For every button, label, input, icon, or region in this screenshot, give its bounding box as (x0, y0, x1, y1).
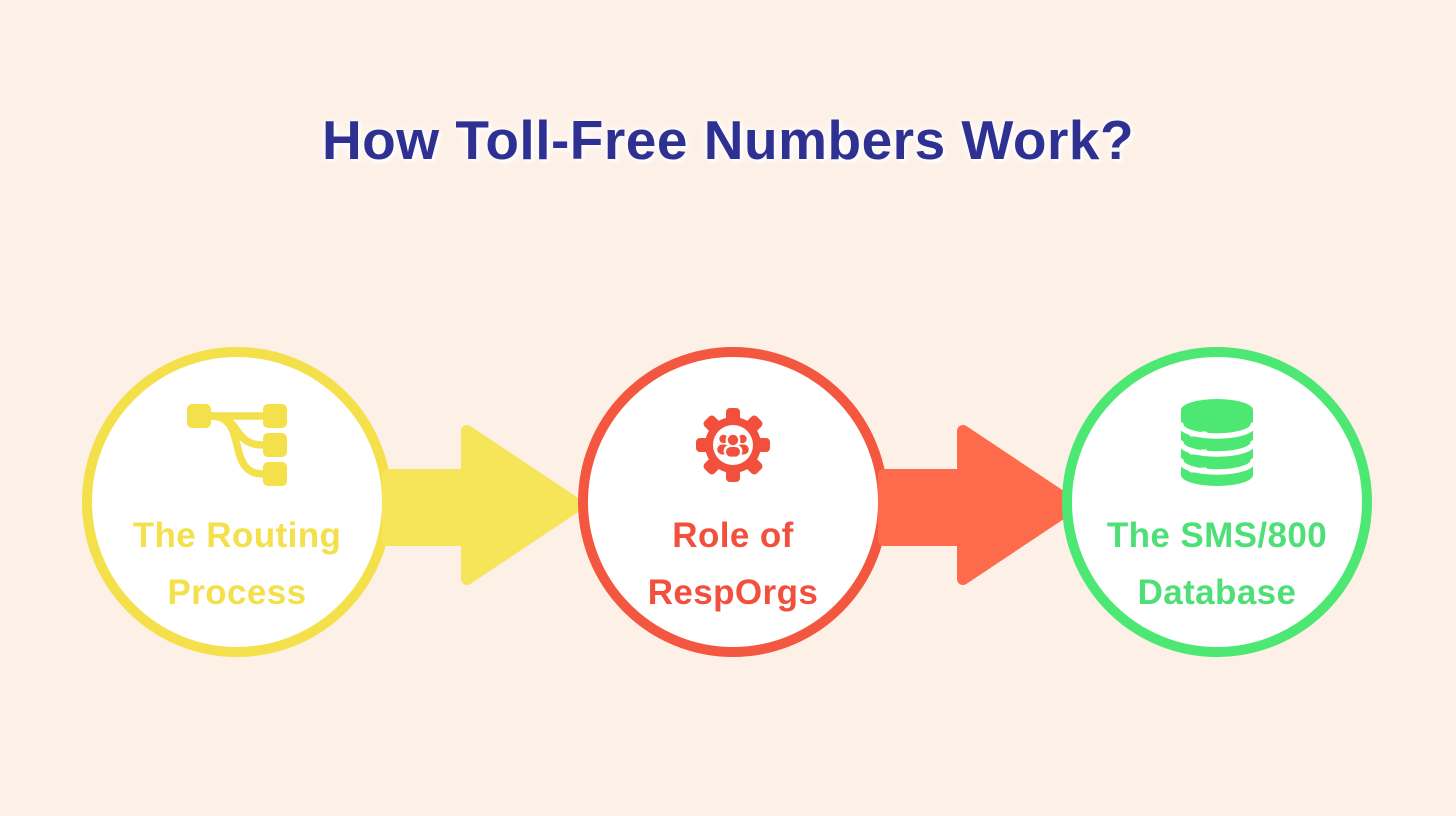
route-icon (187, 404, 287, 486)
step-label-line: Database (1137, 573, 1297, 612)
flow-arrow-right-icon (382, 393, 615, 617)
flow-arrow-right-icon (878, 393, 1111, 617)
step-label: The Routing Process (92, 507, 382, 621)
step-label: The SMS/800 Database (1072, 507, 1362, 621)
step-sms800-database: The SMS/800 Database (1062, 347, 1372, 657)
step-label-line: Process (167, 573, 307, 612)
step-label-line: The SMS/800 (1106, 516, 1328, 555)
step-routing-process: The Routing Process (82, 347, 392, 657)
page-title: How Toll-Free Numbers Work? (321, 109, 1135, 171)
database-icon (1178, 399, 1256, 486)
step-label-line: Role of (672, 516, 794, 555)
step-label: Role of RespOrgs (588, 507, 878, 621)
step-label-line: RespOrgs (647, 573, 819, 612)
step-label-line: The Routing (132, 516, 342, 555)
step-role-of-resporgs: Role of RespOrgs (578, 347, 888, 657)
gear-people-icon (696, 408, 770, 482)
